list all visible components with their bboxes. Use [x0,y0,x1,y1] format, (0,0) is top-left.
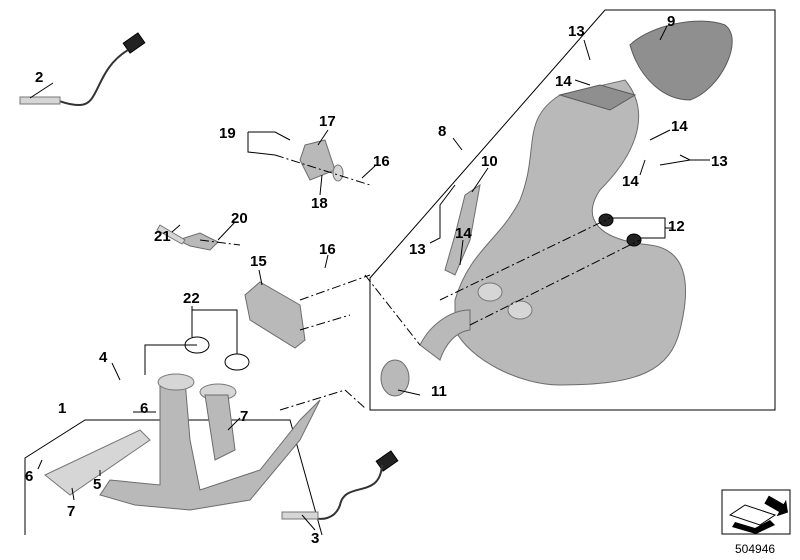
callout-13a: 13 [568,23,585,40]
callout-20: 20 [231,210,248,227]
gasket [224,353,250,371]
callout-2: 2 [35,69,43,86]
callout-1: 1 [58,400,66,417]
assembly-lines [199,154,641,411]
orientation-arrow-icon [721,489,791,535]
callout-7a: 7 [240,408,248,425]
rubber-mount [626,233,642,247]
callout-8: 8 [438,123,446,140]
callout-10: 10 [481,153,498,170]
muffler [419,79,687,386]
callout-14d: 14 [455,225,472,242]
bracket-20 [176,232,219,251]
callout-11: 11 [431,383,447,400]
callout-17: 17 [319,113,336,130]
callout-18: 18 [311,195,328,212]
callout-6b: 6 [25,468,33,485]
callout-19: 19 [219,125,236,142]
callout-12: 12 [668,218,685,235]
leader-lines [29,25,710,531]
oxygen-sensor-2 [19,32,146,107]
washer-18 [332,164,344,182]
bracket-15 [244,281,306,349]
callout-6a: 6 [140,400,148,417]
callout-15: 15 [250,253,267,270]
clamp [380,359,410,397]
callout-7b: 7 [67,503,75,520]
bracket-17 [299,139,336,181]
callout-9: 9 [667,13,675,30]
callout-14b: 14 [671,118,688,135]
rubber-mount [598,213,614,227]
heat-shield [44,429,151,496]
callout-14a: 14 [555,73,572,90]
callout-13b: 13 [711,153,728,170]
callout-14c: 14 [622,173,639,190]
callout-16a: 16 [373,153,390,170]
bolt-21 [156,224,186,245]
callout-4: 4 [99,349,108,366]
callout-3: 3 [311,530,319,547]
callout-5: 5 [93,476,101,493]
group-8-outline [369,9,776,411]
end-cap [629,20,733,101]
oxygen-sensor-3 [281,450,399,520]
callout-22: 22 [183,290,200,307]
bracket-10 [444,183,481,276]
callout-21: 21 [154,228,171,245]
group-1-outline [24,419,323,536]
diagram-id: 504946 [735,542,775,556]
callout-13c: 13 [409,241,426,258]
header-pipes [99,373,321,511]
callout-16b: 16 [319,241,336,258]
